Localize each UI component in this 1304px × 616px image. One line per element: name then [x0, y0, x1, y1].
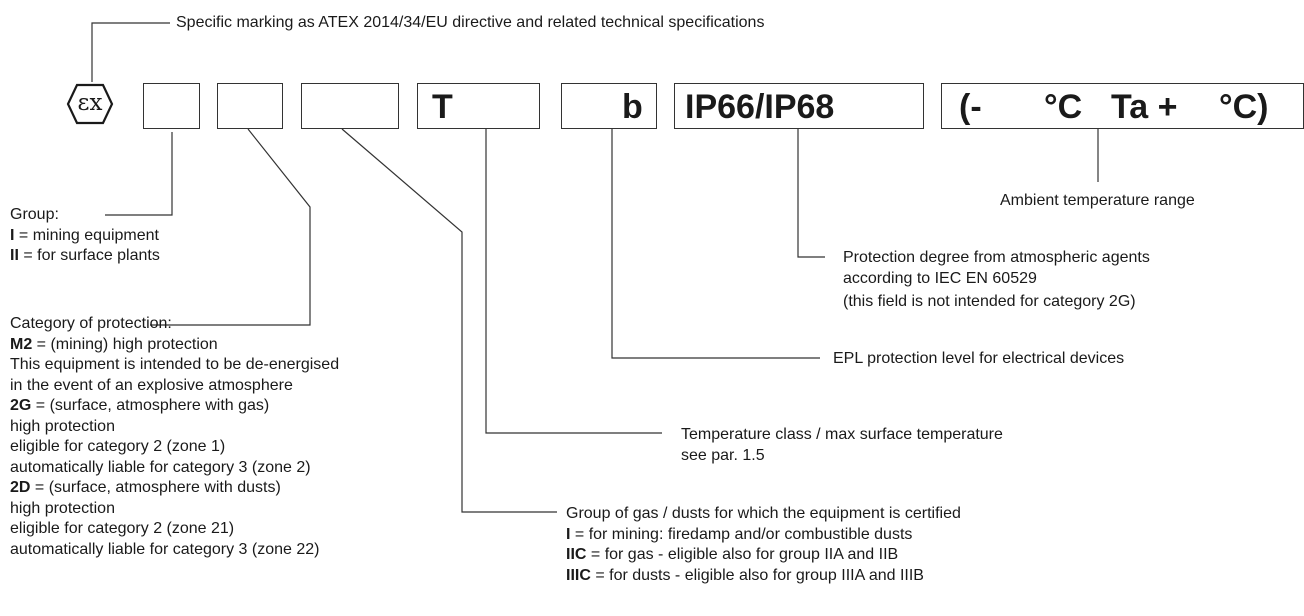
- leader-ip: [797, 129, 825, 258]
- gas-group-text-iiic: = for dusts - eligible also for group II…: [590, 566, 924, 584]
- gas-group-annotation: Group of gas / dusts for which the equip…: [566, 504, 961, 586]
- epl-text: b: [622, 88, 643, 126]
- group-title: Group:: [10, 206, 59, 223]
- category-2g-line-3: automatically liable for category 3 (zon…: [10, 458, 311, 476]
- group-annotation: Group: I = mining equipment II = for sur…: [10, 205, 160, 267]
- ex-hexagon-icon: [66, 83, 114, 125]
- category-code-m2: M2: [10, 335, 33, 353]
- leader-temperature-class: [485, 129, 662, 434]
- category-title: Category of protection:: [10, 315, 172, 332]
- category-text-m2: = (mining) high protection: [32, 335, 218, 353]
- category-code-2d: 2D: [10, 479, 31, 496]
- ambient-ta-plus-text: Ta +: [1111, 88, 1178, 126]
- temperature-class-annotation: Temperature class / max surface temperat…: [681, 425, 1003, 466]
- gas-group-item-i: I = for mining: firedamp and/or combusti…: [566, 525, 961, 546]
- gas-group-text-i: = for mining: firedamp and/or combustibl…: [570, 525, 913, 543]
- gas-group-code-iic: IIC: [566, 546, 587, 563]
- temperature-class-text: T: [432, 88, 453, 126]
- protection-degree-line-3: (this field is not intended for category…: [843, 293, 1136, 310]
- ip-text: IP66/IP68: [685, 88, 835, 126]
- ambient-range-label: Ambient temperature range: [1000, 192, 1195, 209]
- temperature-class-box: [417, 83, 540, 129]
- category-m2-line-2: in the event of an explosive atmosphere: [10, 376, 293, 394]
- ambient-celsius-max-text: °C): [1219, 88, 1269, 126]
- leader-group: [105, 132, 173, 216]
- group-box: [143, 83, 200, 129]
- temperature-class-line-1: Temperature class / max surface temperat…: [681, 426, 1003, 443]
- category-text-2g: = (surface, atmosphere with gas): [31, 397, 270, 414]
- group-text-ii: = for surface plants: [18, 247, 160, 264]
- ip-box: [674, 83, 924, 129]
- gas-group-code-iiic: IIIC: [566, 566, 591, 584]
- category-code-2g: 2G: [10, 397, 32, 414]
- category-box: [217, 83, 283, 129]
- gas-group-title: Group of gas / dusts for which the equip…: [566, 505, 961, 522]
- category-2g: 2G = (surface, atmosphere with gas): [10, 396, 339, 417]
- protection-degree-line-1: Protection degree from atmospheric agent…: [843, 249, 1150, 266]
- category-2d-line-1: high protection: [10, 499, 115, 517]
- epl-label: EPL protection level for electrical devi…: [833, 350, 1125, 367]
- leader-epl: [611, 129, 820, 359]
- ex-symbol-text: εx: [77, 90, 103, 116]
- protection-degree-annotation: Protection degree from atmospheric agent…: [843, 248, 1150, 313]
- category-m2-line-1: This equipment is intended to be de-ener…: [10, 356, 340, 373]
- category-text-2d: = (surface, atmosphere with dusts): [30, 479, 281, 496]
- ambient-open-text: (-: [959, 88, 982, 126]
- group-code-ii: II: [10, 247, 19, 264]
- category-2g-line-2: eligible for category 2 (zone 1): [10, 438, 226, 455]
- category-2g-line-1: high protection: [10, 417, 115, 435]
- epl-box: [561, 83, 657, 129]
- ambient-celsius-min-text: °C: [1044, 88, 1083, 126]
- gas-group-text-iic: = for gas - eligible also for group IIA …: [586, 546, 899, 563]
- leader-category: [150, 128, 311, 326]
- directive-text: Specific marking as ATEX 2014/34/EU dire…: [176, 14, 765, 31]
- leader-gas-group: [341, 128, 557, 513]
- category-annotation: Category of protection: M2 = (mining) hi…: [10, 314, 339, 560]
- group-text-i: = mining equipment: [14, 226, 159, 244]
- category-m2: M2 = (mining) high protection: [10, 335, 339, 356]
- protection-degree-line-2: according to IEC EN 60529: [843, 269, 1037, 287]
- group-item-mining: I = mining equipment: [10, 226, 160, 247]
- gas-group-item-iiic: IIIC = for dusts - eligible also for gro…: [566, 566, 961, 587]
- temperature-class-line-2: see par. 1.5: [681, 446, 765, 464]
- category-2d-line-3: automatically liable for category 3 (zon…: [10, 540, 320, 558]
- leader-directive: [91, 22, 170, 82]
- group-item-surface: II = for surface plants: [10, 246, 160, 267]
- group-code-i: I: [10, 226, 15, 244]
- gas-group-item-iic: IIC = for gas - eligible also for group …: [566, 545, 961, 566]
- ex-symbol: εx: [64, 82, 116, 126]
- gas-group-box: [301, 83, 399, 129]
- category-2d-line-2: eligible for category 2 (zone 21): [10, 520, 235, 537]
- gas-group-code-i: I: [566, 525, 571, 543]
- category-2d: 2D = (surface, atmosphere with dusts): [10, 478, 339, 499]
